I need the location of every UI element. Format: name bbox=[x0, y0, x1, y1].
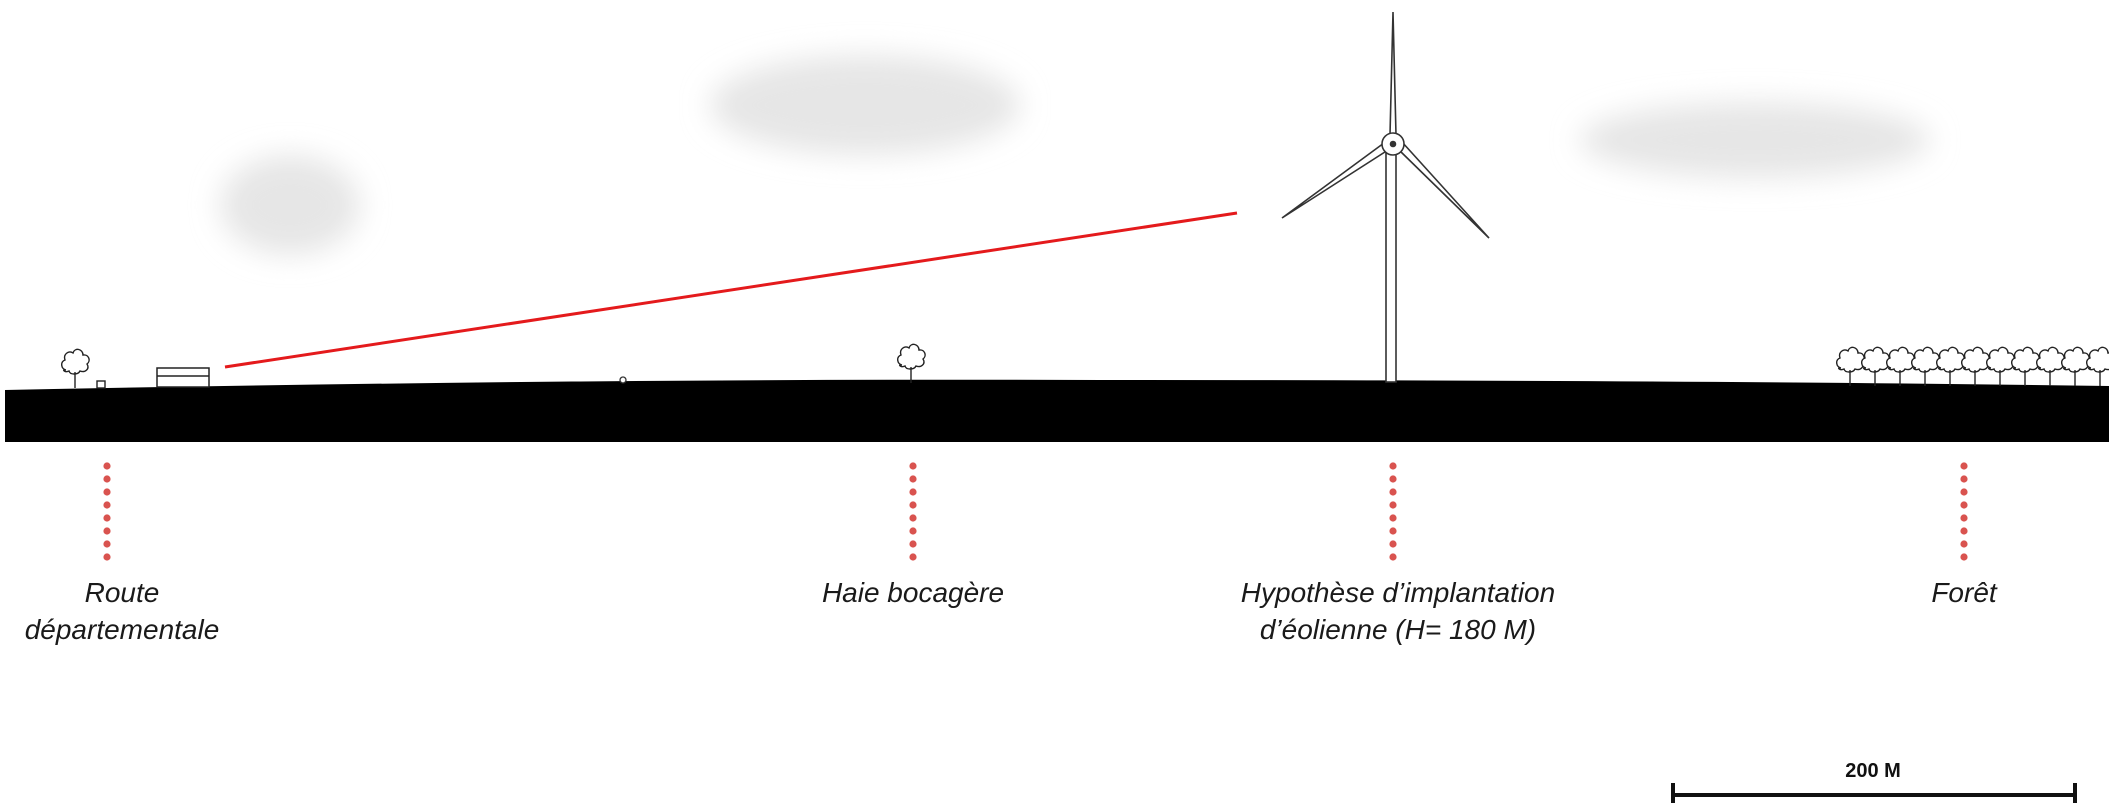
road-building bbox=[156, 367, 210, 388]
cloud-3 bbox=[1580, 102, 1930, 178]
label-foret-text: Forêt bbox=[1931, 577, 1997, 608]
turbine-mast bbox=[1385, 149, 1397, 383]
label-haie: Haie bocagère bbox=[822, 574, 1004, 611]
label-route: Route départementale bbox=[25, 574, 220, 648]
marker-route bbox=[103, 462, 111, 561]
marker-foret bbox=[1960, 462, 1968, 561]
cloud-1 bbox=[220, 155, 360, 255]
tree-route bbox=[61, 348, 90, 389]
forest-trees bbox=[1836, 346, 2109, 387]
label-eolienne-line1: Hypothèse d’implantation bbox=[1240, 577, 1556, 608]
blade-top bbox=[1389, 11, 1397, 136]
blade-left bbox=[1281, 141, 1390, 219]
tree-haie bbox=[897, 343, 926, 384]
dotted-markers bbox=[103, 462, 1968, 561]
label-eolienne-line2: d’éolienne (H= 180 M) bbox=[1259, 614, 1537, 645]
scale-bar-label: 200 M bbox=[1845, 760, 1901, 782]
marker-haie bbox=[909, 462, 917, 561]
marker-eolienne bbox=[1389, 462, 1397, 561]
ground-profile bbox=[5, 379, 2109, 442]
sight-line bbox=[224, 211, 1238, 369]
scale-bar bbox=[1671, 783, 2077, 803]
label-haie-text: Haie bocagère bbox=[821, 577, 1005, 608]
blade-right bbox=[1398, 140, 1490, 239]
small-object bbox=[619, 376, 627, 384]
label-eolienne: Hypothèse d’implantation d’éolienne (H= … bbox=[1241, 574, 1555, 648]
label-route-line1: Route bbox=[84, 577, 160, 608]
cloud-2 bbox=[710, 55, 1020, 155]
small-vehicle bbox=[96, 380, 106, 389]
wind-turbine bbox=[1281, 11, 1490, 383]
clouds bbox=[220, 55, 1930, 255]
label-foret: Forêt bbox=[1931, 574, 1996, 611]
label-route-line2: départementale bbox=[24, 614, 220, 645]
